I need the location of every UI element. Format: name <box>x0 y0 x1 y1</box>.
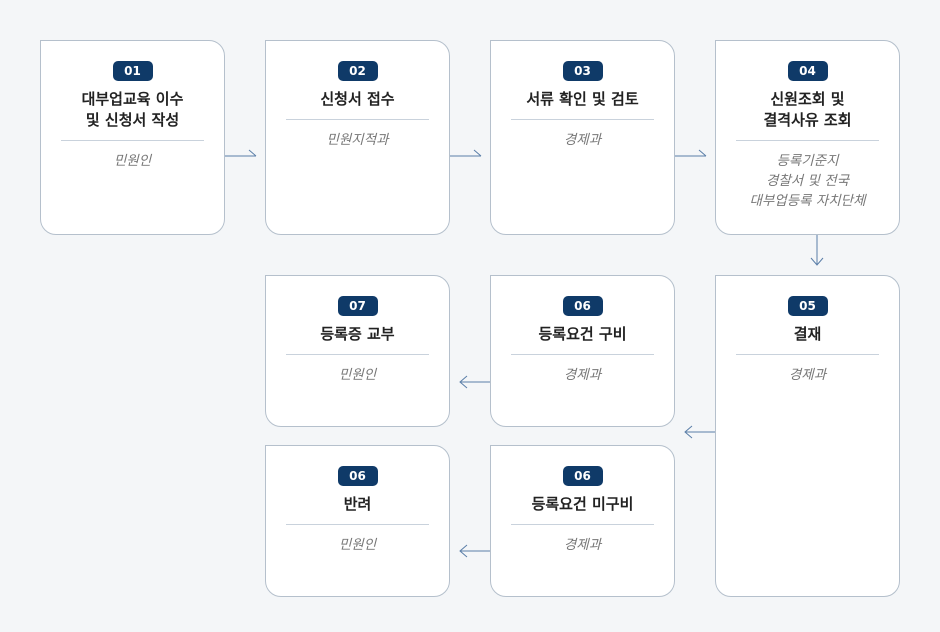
step-responsible: 경제과 <box>563 132 602 148</box>
step-number-badge: 06 <box>562 466 603 486</box>
divider <box>286 524 429 525</box>
divider <box>61 140 204 141</box>
step-card-05: 05 결재 경제과 <box>715 275 900 597</box>
arrow-left-icon <box>684 425 715 439</box>
step-responsible: 경제과 <box>788 367 827 383</box>
divider <box>511 354 654 355</box>
step-number-badge: 05 <box>787 296 828 316</box>
arrow-right-icon <box>450 149 482 157</box>
arrow-down-icon <box>810 235 824 266</box>
step-title: 등록증 교부 <box>320 325 395 343</box>
step-number-badge: 04 <box>787 61 828 81</box>
arrow-right-icon <box>675 149 707 157</box>
divider <box>511 524 654 525</box>
step-responsible: 민원인 <box>338 537 377 553</box>
step-number-badge: 06 <box>562 296 603 316</box>
step-responsible: 민원인 <box>338 367 377 383</box>
step-number-badge: 02 <box>337 61 378 81</box>
step-responsible: 경제과 <box>563 367 602 383</box>
arrow-left-icon <box>459 544 490 558</box>
step-card-02: 02 신청서 접수 민원지적과 <box>265 40 450 235</box>
step-card-01: 01 대부업교육 이수 및 신청서 작성 민원인 <box>40 40 225 235</box>
step-card-06-ready: 06 등록요건 구비 경제과 <box>490 275 675 427</box>
step-title: 등록요건 구비 <box>538 325 627 343</box>
step-title: 신청서 접수 <box>320 90 395 108</box>
step-number-badge: 03 <box>562 61 603 81</box>
step-title: 서류 확인 및 검토 <box>526 90 639 108</box>
divider <box>736 354 879 355</box>
divider <box>736 140 879 141</box>
step-responsible: 경제과 <box>563 537 602 553</box>
step-card-04: 04 신원조회 및 결격사유 조회 등록기준지 경찰서 및 전국 대부업등록 자… <box>715 40 900 235</box>
divider <box>286 119 429 120</box>
step-card-03: 03 서류 확인 및 검토 경제과 <box>490 40 675 235</box>
step-title: 등록요건 미구비 <box>531 495 634 513</box>
divider <box>511 119 654 120</box>
step-title: 신원조회 및 결격사유 조회 <box>763 90 852 129</box>
step-responsible: 민원지적과 <box>326 132 389 148</box>
step-title: 반려 <box>343 495 372 513</box>
step-responsible: 민원인 <box>113 153 152 169</box>
step-card-07: 07 등록증 교부 민원인 <box>265 275 450 427</box>
step-number-badge: 07 <box>337 296 378 316</box>
step-number-badge: 06 <box>337 466 378 486</box>
step-title: 결재 <box>793 325 822 343</box>
arrow-right-icon <box>225 149 257 157</box>
step-card-06-return: 06 반려 민원인 <box>265 445 450 597</box>
divider <box>286 354 429 355</box>
arrow-left-icon <box>459 375 490 389</box>
step-title: 대부업교육 이수 및 신청서 작성 <box>81 90 184 129</box>
step-responsible: 등록기준지 경찰서 및 전국 대부업등록 자치단체 <box>749 153 866 209</box>
step-card-06-notready: 06 등록요건 미구비 경제과 <box>490 445 675 597</box>
step-number-badge: 01 <box>112 61 153 81</box>
